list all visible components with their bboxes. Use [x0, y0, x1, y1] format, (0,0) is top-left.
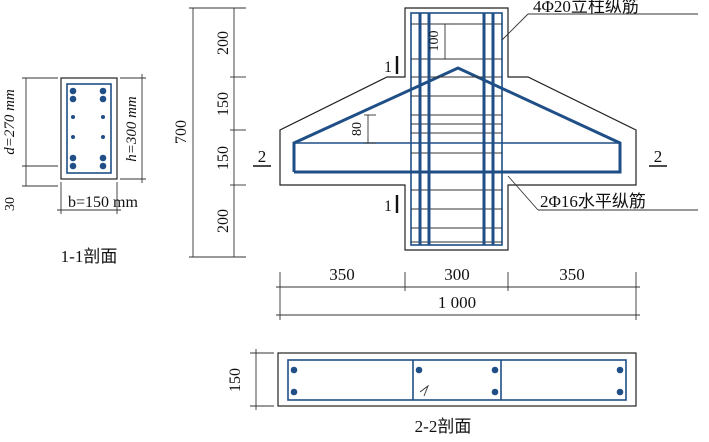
height-segment: 200: [215, 31, 232, 55]
rebar-dot: [71, 135, 75, 139]
section-marker-1-bottom: 1: [384, 195, 399, 215]
svg-text:2: 2: [258, 147, 267, 166]
cover-label: 30: [3, 197, 18, 211]
section-2-2-caption: 2-2剖面: [415, 417, 472, 436]
dimension-h: [120, 74, 146, 183]
rebar-dot: [290, 366, 298, 374]
rebar-dot: [491, 366, 499, 374]
section-2-2: 150 2-2剖面: [227, 349, 637, 436]
width-segment: 350: [329, 265, 355, 284]
rebar-dot: [101, 115, 105, 119]
column-bars-label: 4Φ20立柱纵筋: [533, 0, 639, 16]
dimension-100: [441, 23, 452, 60]
svg-text:1: 1: [384, 59, 392, 76]
rebar-dot: [491, 388, 499, 396]
width-segment: 350: [559, 265, 585, 284]
hook-mark: [419, 384, 430, 397]
section-marker-2-left: 2: [253, 147, 271, 167]
stirrup-spacing-label: 100: [427, 31, 442, 52]
width-total: 1 000: [438, 293, 476, 312]
width-label: b=150 mm: [68, 194, 138, 211]
rebar-dot: [99, 95, 107, 103]
section-1-1-stirrup: [66, 83, 112, 174]
rebar-dot: [69, 87, 77, 95]
height-dimension-chain: [189, 7, 246, 258]
joint-concrete-outline: [279, 7, 637, 251]
haunch-rebar: [292, 66, 622, 174]
section-2-2-stirrup: [287, 359, 627, 401]
section-2-2-outline: [277, 352, 637, 407]
horizontal-bar-leader: [507, 175, 698, 211]
rebar-dot: [99, 154, 107, 162]
elevation-view: 700 200 150 150 200: [173, 0, 698, 320]
height-segment: 150: [215, 92, 232, 116]
depth-label: d=270 mm: [2, 89, 18, 155]
rebar-dot: [71, 115, 75, 119]
height-total: 700: [173, 120, 190, 144]
haunch-spacing-label: 80: [350, 122, 365, 136]
section-1-1-caption: 1-1剖面: [61, 247, 118, 266]
rebar-dot: [616, 388, 624, 396]
section-marker-2-right: 2: [649, 147, 667, 167]
height-segment: 200: [215, 209, 232, 233]
rebar-dot: [616, 366, 624, 374]
rebar-dot: [99, 162, 107, 170]
column-stirrup-outline: [410, 12, 503, 246]
section-2-2-height-label: 150: [227, 368, 244, 392]
rebar-dot: [69, 95, 77, 103]
rebar-dot: [415, 366, 423, 374]
rebar-dot: [99, 87, 107, 95]
rebar-dot: [290, 388, 298, 396]
rebar-dot: [69, 154, 77, 162]
dimension-d: [22, 77, 58, 187]
width-dimension-chain: [276, 272, 640, 320]
section-1-1-outline: [60, 77, 118, 180]
height-label: h=300 mm: [124, 96, 140, 162]
column-bar-leader: [501, 13, 698, 41]
dimension-150: [250, 349, 274, 410]
rebar-dot: [101, 135, 105, 139]
height-segment: 150: [215, 146, 232, 170]
width-segment: 300: [444, 265, 470, 284]
svg-text:2: 2: [654, 147, 663, 166]
dimension-80: [364, 114, 376, 144]
dimension-b: [57, 182, 121, 214]
section-1-1: d=270 mm 30 h=300 mm b=150 mm 1-1剖面: [2, 74, 146, 266]
svg-text:1: 1: [384, 198, 392, 215]
column-stirrups: [411, 23, 502, 243]
section-marker-1-top: 1: [384, 56, 399, 76]
rebar-dot: [69, 162, 77, 170]
horizontal-bars-label: 2Φ16水平纵筋: [540, 192, 646, 211]
